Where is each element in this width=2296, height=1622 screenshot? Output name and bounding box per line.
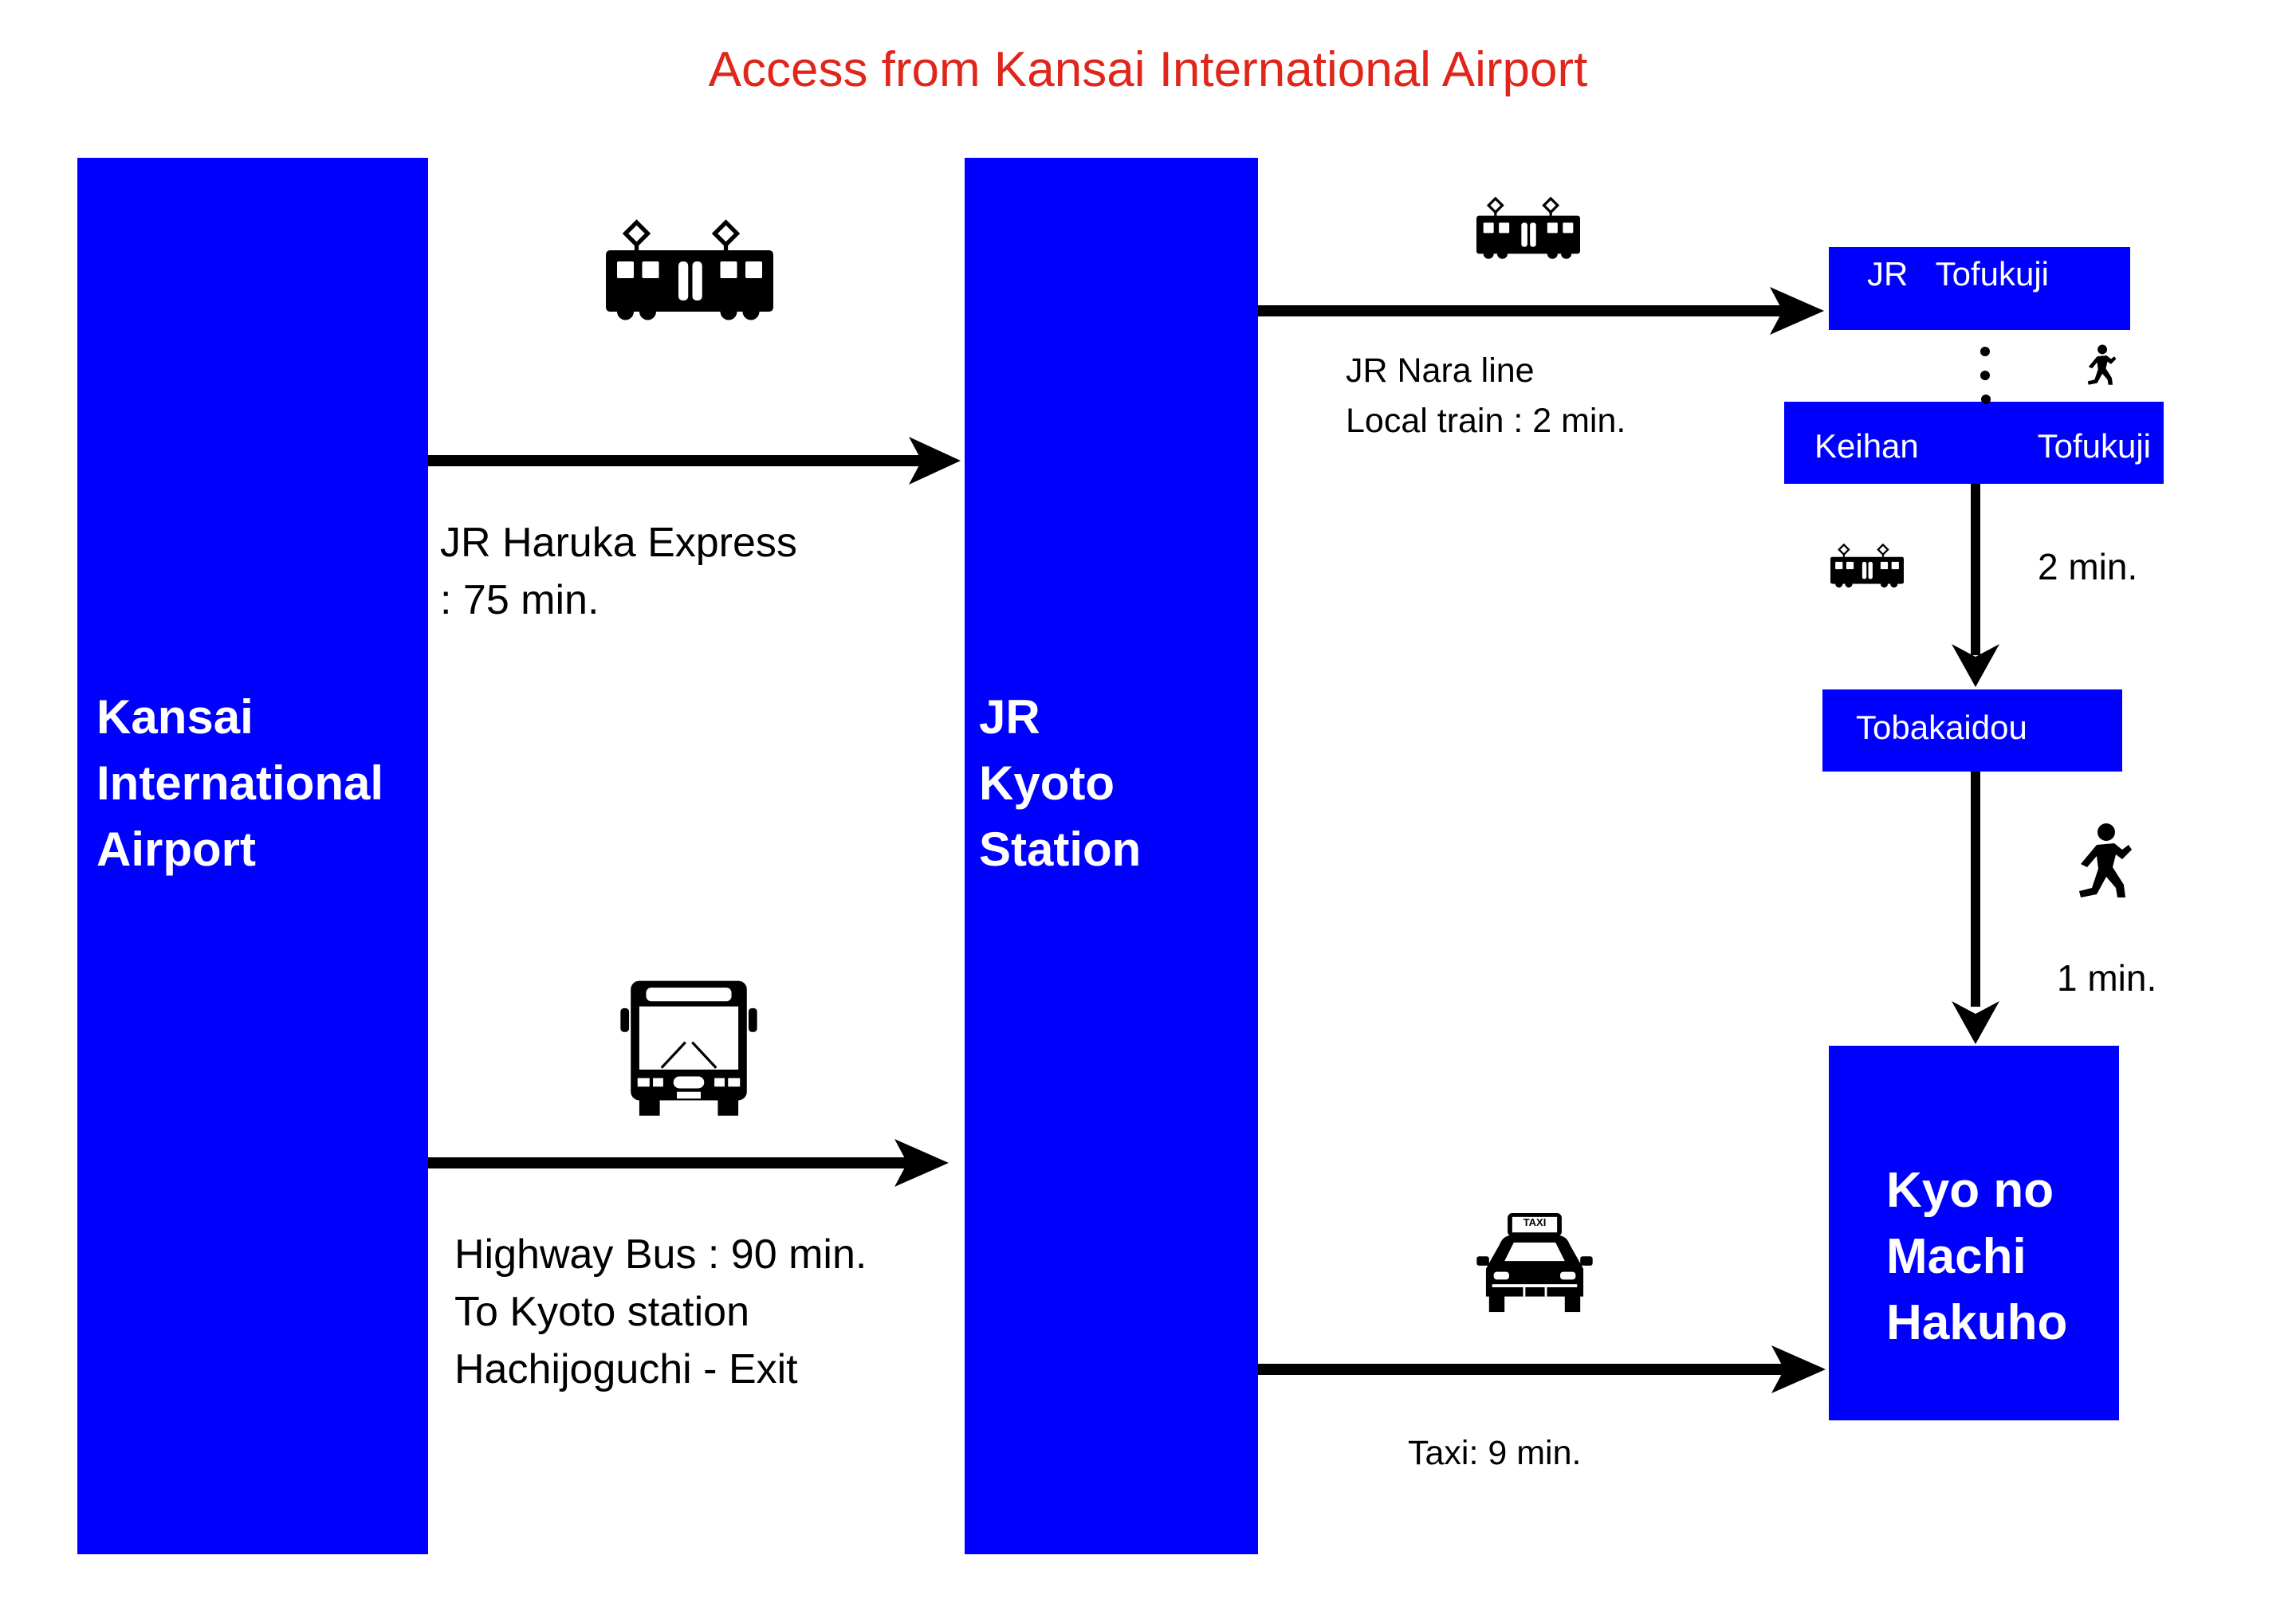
station-label-jr-tofukuji: JR Tofukuji	[1867, 255, 2049, 293]
station-box-keihan-tofukuji: Keihan Tofukuji	[1784, 402, 2164, 484]
arrow-tobakaidou-to-hakuho	[1952, 772, 1999, 1044]
route-label-nara-line: JR Nara line Local train : 2 min.	[1346, 351, 1626, 440]
walking-person-icon	[2073, 823, 2137, 902]
station-label-tobakaidou: Tobakaidou	[1856, 709, 2027, 746]
station-box-jr-kyoto: JR Kyoto Station	[965, 158, 1258, 1554]
station-label-kansai-airport: Kansai International Airport	[96, 690, 384, 876]
arrow-kyoto-to-hakuho-taxi	[1258, 1345, 1826, 1393]
train-icon	[1476, 194, 1580, 265]
arrow-keihan-to-tobakaidou	[1952, 484, 1999, 687]
route-label-bus: Highway Bus : 90 min. To Kyoto station H…	[454, 1231, 867, 1392]
walking-person-icon	[2084, 344, 2119, 387]
train-icon	[1830, 542, 1904, 591]
arrow-airport-to-kyoto-rail	[428, 437, 961, 485]
route-label-haruka: JR Haruka Express : 75 min.	[440, 520, 797, 623]
destination-label: Kyo no Machi Hakuho	[1886, 1163, 2068, 1350]
route-label-walk-time: 1 min.	[2057, 957, 2157, 999]
station-label-keihan: Keihan	[1814, 427, 1919, 465]
diagram-title: Access from Kansai International Airport	[708, 42, 1588, 97]
taxi-sign-text: TAXI	[1523, 1216, 1547, 1228]
route-label-keihan-time: 2 min.	[2038, 546, 2138, 587]
arrow-kyoto-to-jr-tofukuji	[1258, 287, 1824, 335]
bus-icon	[620, 974, 757, 1119]
route-label-taxi: Taxi: 9 min.	[1408, 1434, 1582, 1472]
arrow-airport-to-kyoto-bus	[428, 1139, 949, 1187]
transfer-dotted-connector	[1980, 347, 1991, 404]
train-icon	[606, 217, 773, 328]
station-label-tofukuji: Tofukuji	[2037, 427, 2151, 465]
station-box-kansai-airport: Kansai International Airport	[77, 158, 428, 1554]
destination-box-kyo-no-machi-hakuho: Kyo no Machi Hakuho	[1829, 1046, 2119, 1420]
station-box-jr-tofukuji: JR Tofukuji	[1829, 247, 2130, 330]
station-label-jr-kyoto: JR Kyoto Station	[979, 690, 1142, 876]
station-box-tobakaidou: Tobakaidou	[1822, 689, 2122, 772]
